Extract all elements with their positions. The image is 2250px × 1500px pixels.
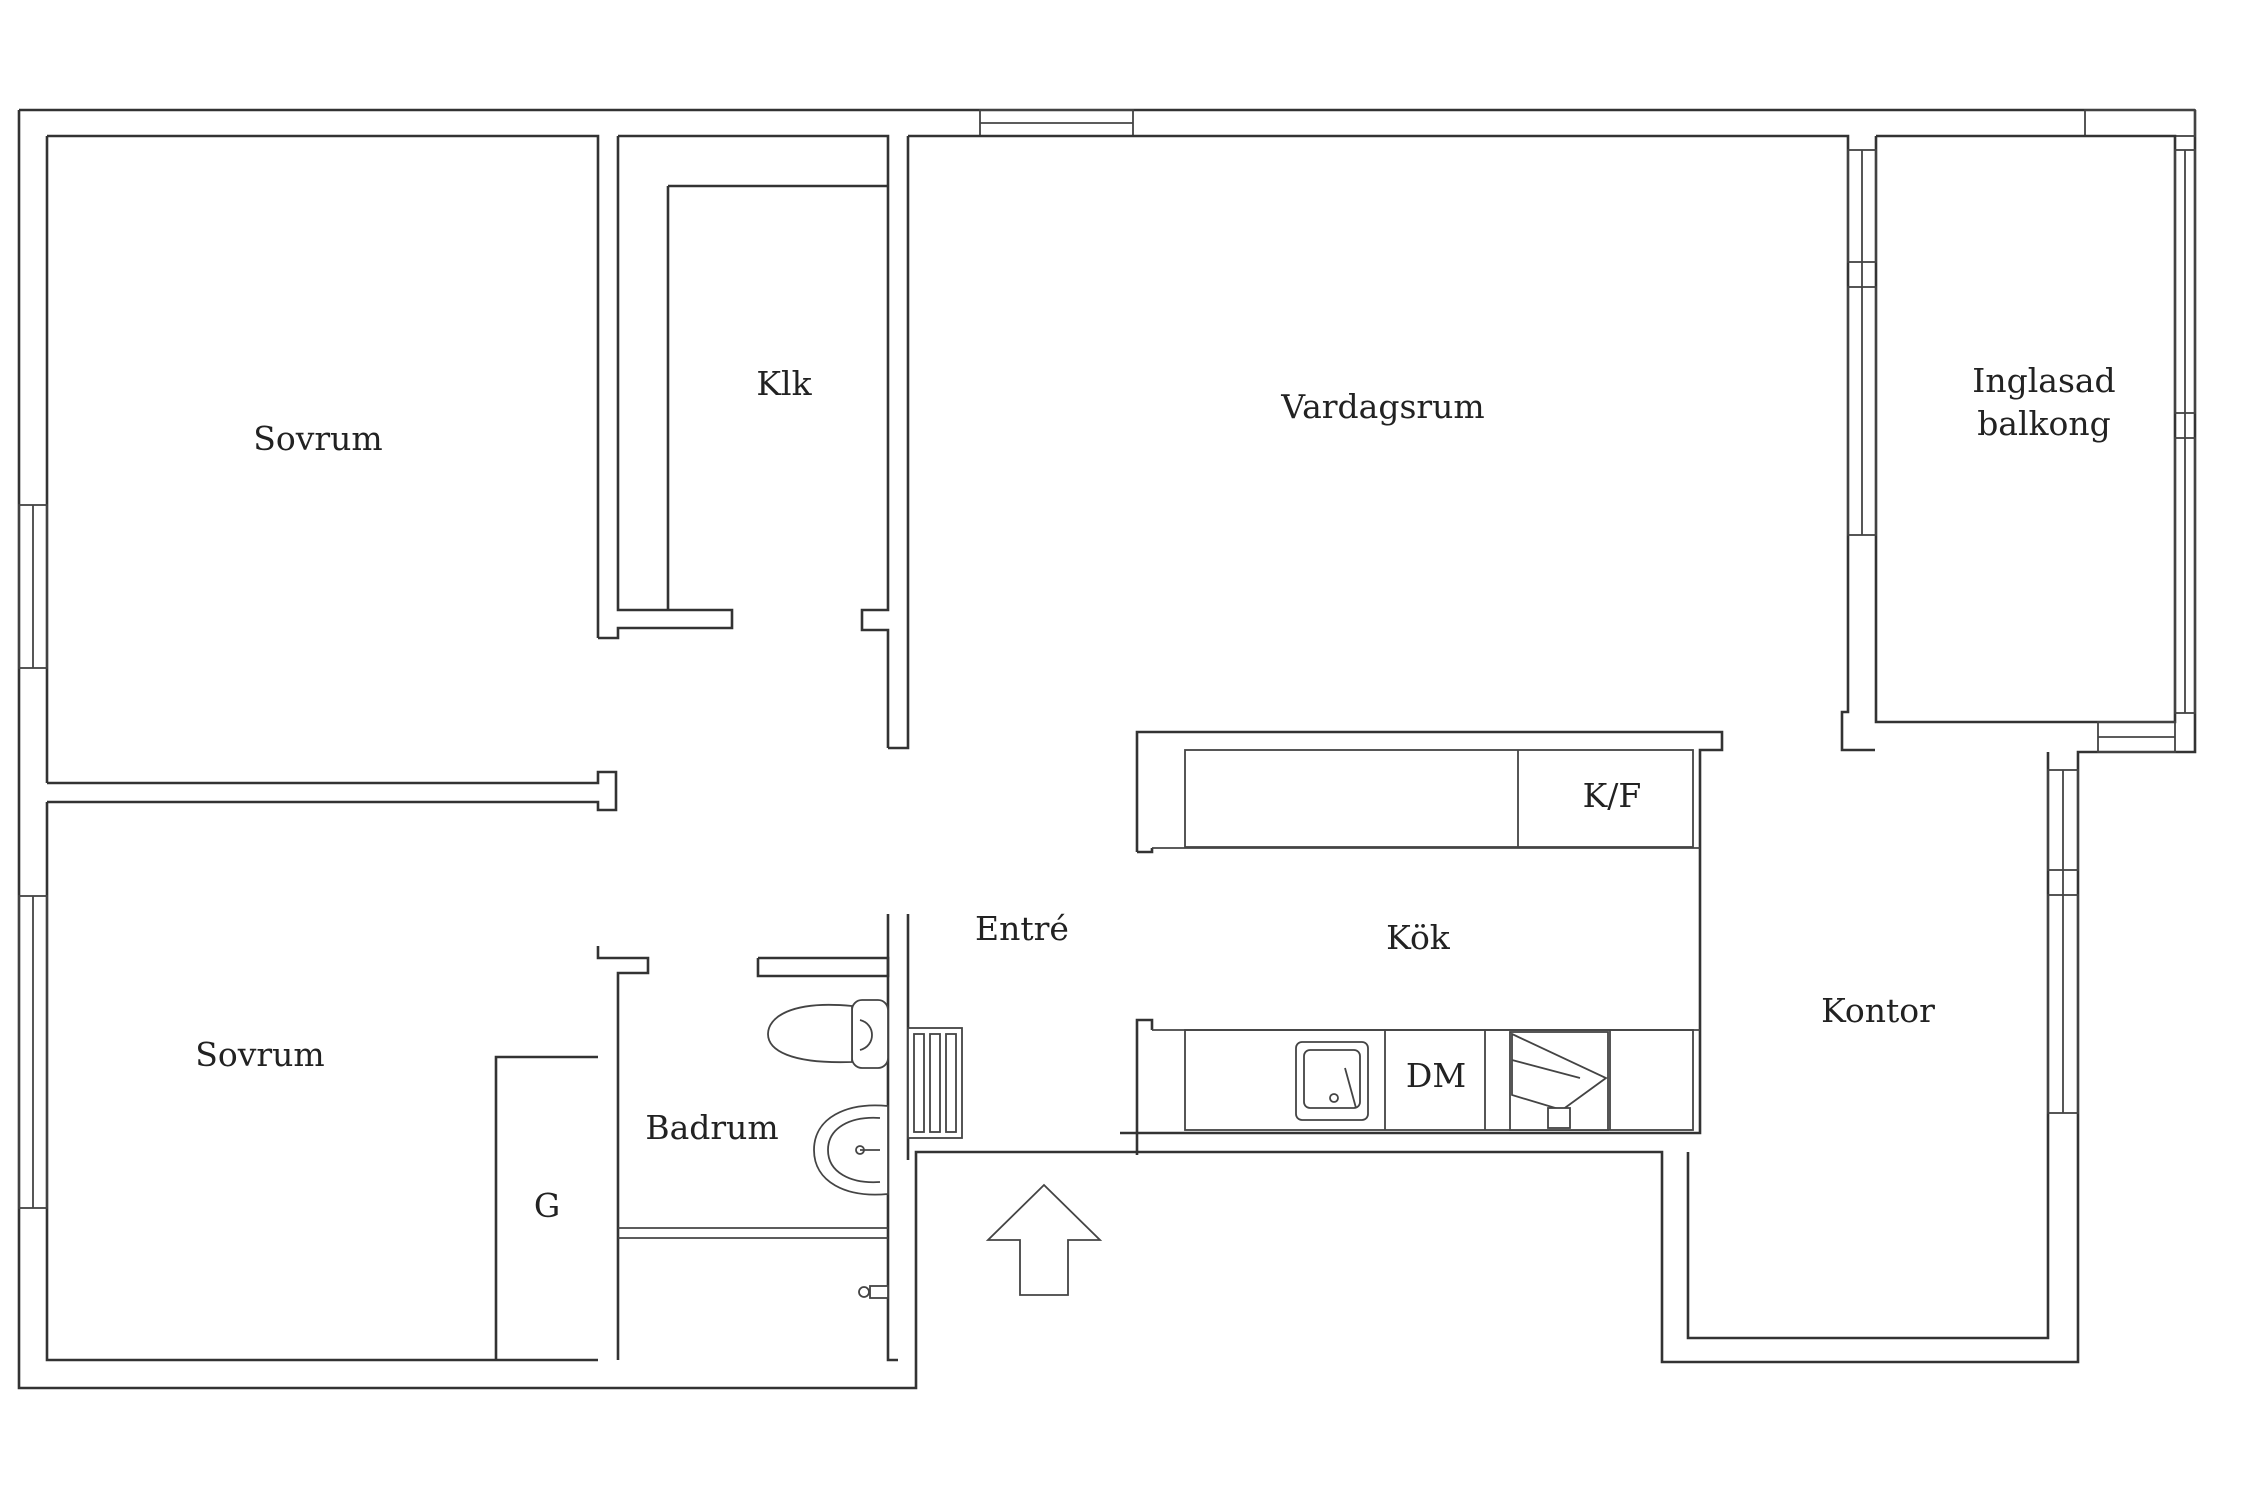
room-label-dm: DM bbox=[1406, 1056, 1466, 1095]
kontor-walls bbox=[1686, 752, 2079, 1340]
room-label-g: G bbox=[534, 1186, 560, 1225]
entrance-arrow-icon bbox=[985, 1183, 1103, 1296]
room-label-balkong-line2: balkong bbox=[1977, 404, 2111, 443]
room-label-klk: Klk bbox=[756, 364, 812, 403]
windows bbox=[18, 109, 2196, 1209]
klk-walls bbox=[598, 134, 910, 750]
room-label-badrum: Badrum bbox=[645, 1108, 778, 1147]
toilet-icon bbox=[767, 999, 889, 1069]
room-label-kok: Kök bbox=[1386, 918, 1451, 957]
room-label-entre: Entré bbox=[975, 909, 1069, 948]
radiator-icon bbox=[907, 1027, 963, 1139]
room-label-kontor: Kontor bbox=[1821, 991, 1935, 1030]
shower-mixer-icon bbox=[858, 1285, 889, 1299]
wardrobe-g bbox=[494, 1055, 598, 1360]
kitchen-sink-icon bbox=[1295, 1041, 1369, 1121]
stove-hood-icon bbox=[1509, 1031, 1609, 1131]
room-label-vardagsrum: Vardagsrum bbox=[1280, 387, 1484, 426]
living-walls bbox=[908, 134, 2196, 753]
room-label-sovrum-lower: Sovrum bbox=[195, 1035, 324, 1074]
room-label-sovrum-upper: Sovrum bbox=[253, 419, 382, 458]
kitchen bbox=[1120, 730, 1724, 1155]
washbasin-icon bbox=[813, 1104, 889, 1196]
room-label-kf: K/F bbox=[1583, 776, 1642, 815]
room-label-balkong-line1: Inglasad bbox=[1972, 361, 2115, 400]
